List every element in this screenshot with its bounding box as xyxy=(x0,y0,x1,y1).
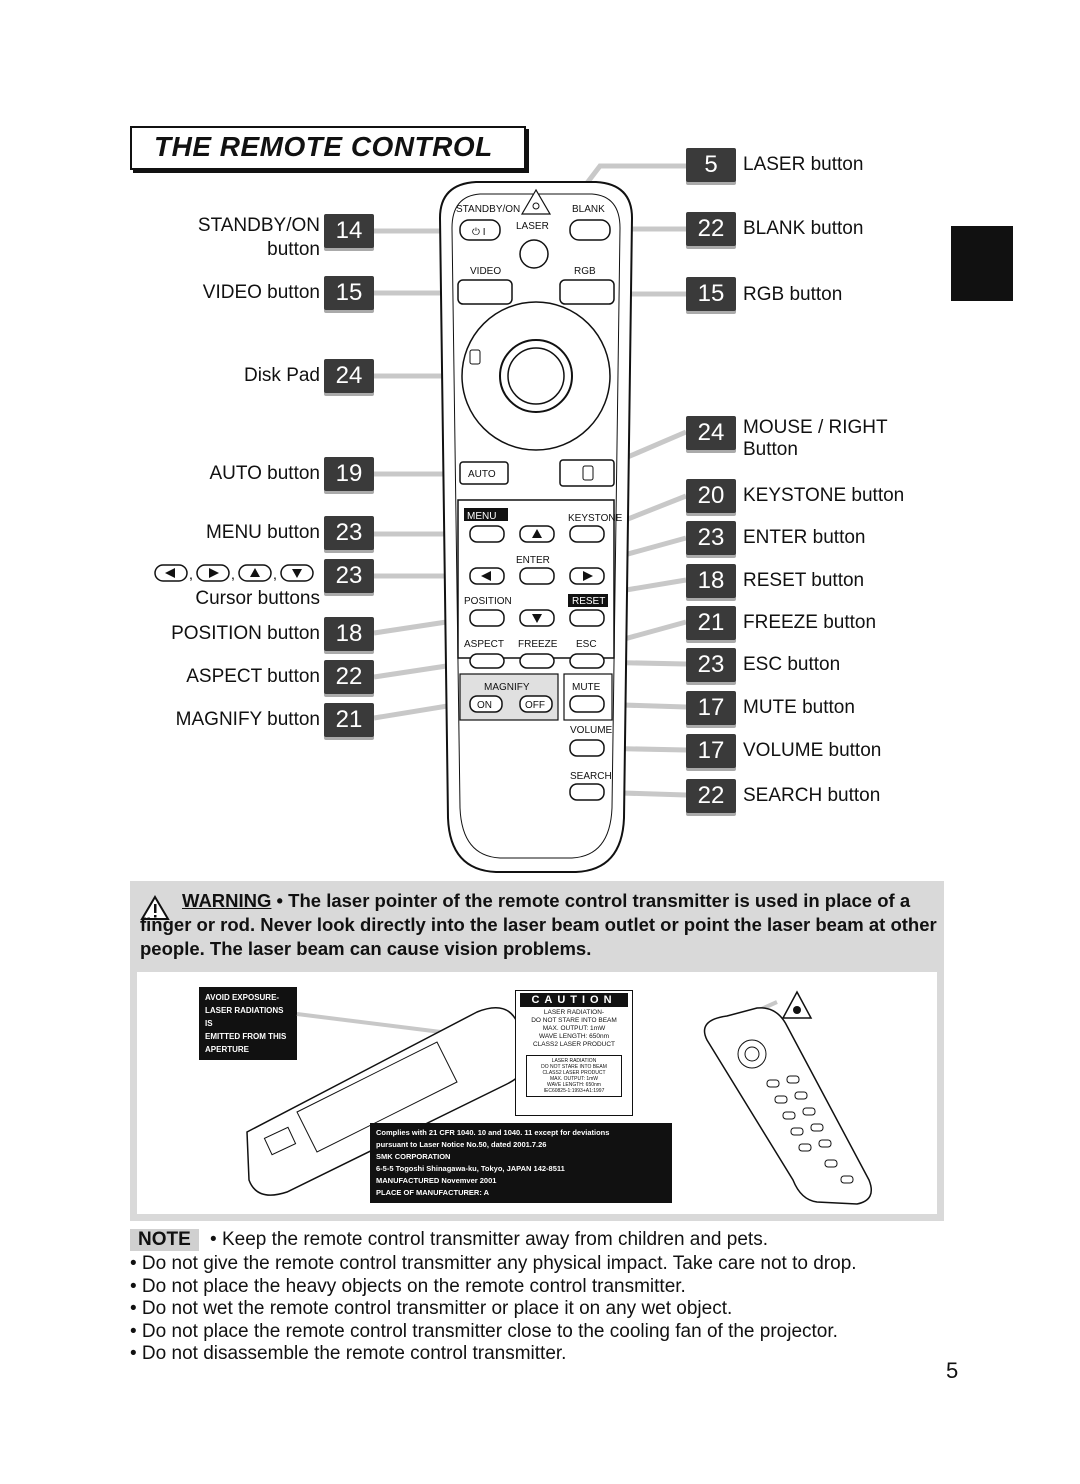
note-line-4: • Do not wet the remote control transmit… xyxy=(130,1298,733,1319)
svg-text:,: , xyxy=(189,566,193,582)
cursor-label: Cursor buttons xyxy=(195,588,320,609)
svg-text:,: , xyxy=(231,566,235,582)
rc-magnify-label: MAGNIFY xyxy=(484,682,530,693)
blank-label: BLANK button xyxy=(743,218,864,239)
rc-mute-label: MUTE xyxy=(572,682,601,693)
rc-enter-label: ENTER xyxy=(516,555,550,566)
esc-label: ESC button xyxy=(743,654,841,675)
menu-label: MENU button xyxy=(205,522,320,543)
warning-triangle-icon xyxy=(140,895,170,920)
note-line-2: • Do not give the remote control transmi… xyxy=(130,1253,857,1274)
menu-page-badge: 23 xyxy=(324,516,374,550)
enter-page-badge: 23 xyxy=(686,521,736,555)
blank-page-badge: 22 xyxy=(686,212,736,246)
enter-label: ENTER button xyxy=(743,527,866,548)
auto-label: AUTO button xyxy=(209,463,320,484)
esc-page-badge: 23 xyxy=(686,648,736,682)
cursor-page-badge: 23 xyxy=(324,559,374,593)
standby-page-badge: 14 xyxy=(324,214,374,248)
avoid-exposure-label: AVOID EXPOSURE-LASER RADIATIONS IS EMITT… xyxy=(199,987,297,1060)
rc-volume-label: VOLUME xyxy=(570,725,613,736)
video-label: VIDEO button xyxy=(202,282,320,303)
aspect-page-badge: 22 xyxy=(324,660,374,694)
svg-text:,: , xyxy=(273,566,277,582)
laser-label: LASER button xyxy=(743,154,864,175)
magnify-label: MAGNIFY button xyxy=(175,709,320,730)
keystone-label: KEYSTONE button xyxy=(743,485,905,506)
rc-laser-label: LASER xyxy=(516,221,549,232)
video-page-badge: 15 xyxy=(324,276,374,310)
rc-rgb-label: RGB xyxy=(574,266,596,277)
rc-position-label: POSITION xyxy=(464,596,512,607)
mouse-right-page-badge: 24 xyxy=(686,416,736,450)
title-box: THE REMOTE CONTROL xyxy=(130,126,526,170)
complies-label: Complies with 21 CFR 1040. 10 and 1040. … xyxy=(370,1123,672,1203)
disk-pad-page-badge: 24 xyxy=(324,359,374,393)
mute-label: MUTE button xyxy=(743,697,855,718)
page-title: THE REMOTE CONTROL xyxy=(154,131,493,162)
rc-reset-label: RESET xyxy=(572,596,605,607)
rc-freeze-label: FREEZE xyxy=(518,639,558,650)
freeze-label: FREEZE button xyxy=(743,612,877,633)
rc-keystone-label: KEYSTONE xyxy=(568,513,623,524)
note-line-5: • Do not place the remote control transm… xyxy=(130,1321,838,1342)
svg-text:⏻ I: ⏻ I xyxy=(472,227,485,238)
rc-auto-label: AUTO xyxy=(468,469,496,480)
volume-page-badge: 17 xyxy=(686,734,736,768)
rgb-page-badge: 15 xyxy=(686,277,736,311)
laser-label-illustration: AVOID EXPOSURE-LASER RADIATIONS IS EMITT… xyxy=(130,967,944,1221)
aspect-label: ASPECT button xyxy=(186,666,320,687)
rc-aspect-label: ASPECT xyxy=(464,639,504,650)
rc-menu-label: MENU xyxy=(467,511,496,522)
section-tab xyxy=(951,226,1013,301)
position-label: POSITION button xyxy=(171,623,320,644)
disk-pad-label: Disk Pad xyxy=(243,365,320,386)
rc-on-label: ON xyxy=(477,700,492,711)
laser-hazard-remote-drawing xyxy=(703,990,872,1205)
note-line-3: • Do not place the heavy objects on the … xyxy=(130,1276,686,1297)
warning-text: WARNING • The laser pointer of the remot… xyxy=(140,890,937,959)
rc-standby-label: STANDBY/ON xyxy=(456,204,520,215)
rc-blank-label: BLANK xyxy=(572,204,605,215)
reset-label: RESET button xyxy=(743,570,865,591)
search-page-badge: 22 xyxy=(686,779,736,813)
rc-video-label: VIDEO xyxy=(470,266,501,277)
warning-box: WARNING • The laser pointer of the remot… xyxy=(130,881,944,967)
volume-label: VOLUME button xyxy=(743,740,882,761)
keystone-page-badge: 20 xyxy=(686,479,736,513)
note-line-6: • Do not disassemble the remote control … xyxy=(130,1343,567,1364)
remote-control-drawing: STANDBY/ON ⏻ I LASER BLANK VIDEO RGB AUT… xyxy=(438,181,634,873)
freeze-page-badge: 21 xyxy=(686,606,736,640)
rc-search-label: SEARCH xyxy=(570,771,612,782)
search-label: SEARCH button xyxy=(743,785,881,806)
cursor-arrow-icons: , , , xyxy=(154,564,314,582)
auto-page-badge: 19 xyxy=(324,457,374,491)
magnify-page-badge: 21 xyxy=(324,703,374,737)
rc-off-label: OFF xyxy=(525,700,545,711)
mute-page-badge: 17 xyxy=(686,691,736,725)
caution-label: CAUTION LASER RADIATION- DO NOT STARE IN… xyxy=(515,990,633,1116)
rc-esc-label: ESC xyxy=(576,639,597,650)
page-number: 5 xyxy=(946,1358,959,1383)
laser-page-badge: 5 xyxy=(686,148,736,182)
rgb-label: RGB button xyxy=(743,284,843,305)
position-page-badge: 18 xyxy=(324,617,374,651)
note-line-1: NOTE • Keep the remote control transmitt… xyxy=(130,1229,768,1251)
reset-page-badge: 18 xyxy=(686,564,736,598)
